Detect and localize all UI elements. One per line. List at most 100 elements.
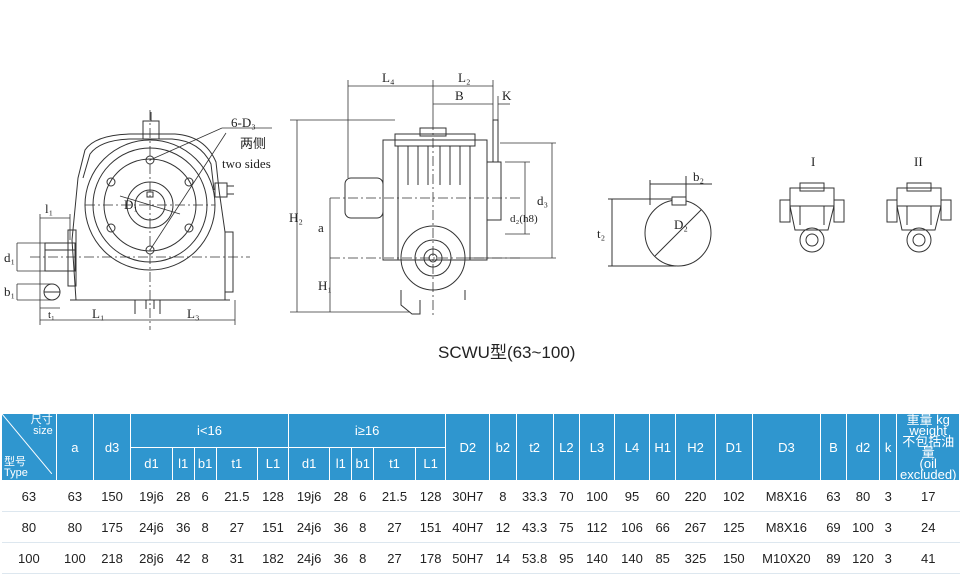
table-cell: 102 bbox=[715, 480, 753, 512]
table-cell: 106 bbox=[614, 511, 650, 543]
label-l1: l₁ bbox=[45, 201, 53, 216]
table-cell: 151 bbox=[415, 511, 446, 543]
label-view-ii: II bbox=[914, 154, 923, 169]
table-cell: 12 bbox=[489, 511, 516, 543]
technical-drawing: 6-D₃ 两侧 two sides l₁ D₁ d₁ b₁ t₁ L₁ L₃ L… bbox=[4, 70, 952, 330]
table-cell: 325 bbox=[675, 542, 716, 574]
table-cell: 6 bbox=[351, 480, 374, 512]
table-cell: 100 bbox=[846, 511, 880, 543]
header-D3: D3 bbox=[751, 413, 821, 481]
table-cell: 28 bbox=[329, 480, 352, 512]
table-cell: 50H7 bbox=[445, 542, 490, 574]
header-d2: d2 bbox=[846, 413, 880, 481]
label-L4: L₄ bbox=[382, 70, 395, 85]
table-cell: 31 bbox=[216, 542, 258, 574]
table-cell: 21.5 bbox=[373, 480, 416, 512]
table-cell: 8 bbox=[194, 511, 217, 543]
header-group-lt16: i<16 bbox=[130, 413, 289, 448]
label-t2: t₂ bbox=[597, 226, 605, 241]
header-L3: L3 bbox=[578, 413, 616, 481]
header-H2: H2 bbox=[675, 413, 716, 481]
table-cell: 100 bbox=[1, 542, 57, 574]
corner-type-cn: 型号 bbox=[4, 456, 26, 468]
table-cell: 24j6 bbox=[288, 542, 330, 574]
table-cell: 89 bbox=[820, 542, 847, 574]
table-cell: 24 bbox=[896, 511, 960, 543]
table-cell: 151 bbox=[257, 511, 289, 543]
table-cell: 95 bbox=[614, 480, 650, 512]
table-cell: 24j6 bbox=[130, 511, 173, 543]
corner-size-cn: 尺寸 bbox=[30, 414, 53, 426]
label-d2: d₂(h8) bbox=[510, 213, 538, 225]
table-cell: 120 bbox=[846, 542, 880, 574]
table-cell: 75 bbox=[553, 511, 580, 543]
table-cell: 8 bbox=[351, 511, 374, 543]
table-cell: 21.5 bbox=[216, 480, 258, 512]
table-cell: 19j6 bbox=[130, 480, 173, 512]
label-two-sides-cn: 两侧 bbox=[240, 136, 266, 151]
keyway-section bbox=[608, 176, 712, 267]
table-cell: M8X16 bbox=[752, 480, 821, 512]
table-cell: 24j6 bbox=[288, 511, 330, 543]
table-cell: 63 bbox=[820, 480, 847, 512]
header-D1: D1 bbox=[714, 413, 753, 481]
weight-cn: 重量 kg bbox=[906, 412, 950, 427]
label-d1-circle: D₁ bbox=[124, 197, 138, 212]
table-cell: 6 bbox=[194, 480, 217, 512]
table-cell: 8 bbox=[489, 480, 516, 512]
table-cell: 150 bbox=[715, 542, 753, 574]
subheader-t1: t1 bbox=[215, 446, 259, 481]
table-cell: 8 bbox=[194, 542, 217, 574]
table-cell: 80 bbox=[1, 511, 57, 543]
table-cell: 80 bbox=[56, 511, 94, 543]
table-cell: 178 bbox=[415, 542, 446, 574]
table-cell: 53.8 bbox=[516, 542, 554, 574]
weight-note-cn: 不包括油量 bbox=[902, 434, 955, 460]
table-cell: 140 bbox=[614, 542, 650, 574]
table-cell: 63 bbox=[1, 480, 57, 512]
table-cell: M10X20 bbox=[752, 542, 821, 574]
label-L1: L₁ bbox=[92, 306, 104, 321]
label-a: a bbox=[318, 220, 324, 235]
header-weight: 重量 kg weight 不包括油量 (oil excluded) bbox=[896, 412, 960, 482]
header-L4: L4 bbox=[614, 413, 651, 481]
table-cell: 128 bbox=[257, 480, 289, 512]
front-view bbox=[43, 112, 234, 314]
weight-en: weight bbox=[909, 423, 947, 438]
label-L3: L₃ bbox=[187, 306, 199, 321]
table-cell: 42 bbox=[172, 542, 195, 574]
table-cell: 8 bbox=[351, 542, 374, 574]
table-cell: 112 bbox=[579, 511, 615, 543]
weight-note-en: (oil excluded) bbox=[900, 456, 957, 482]
table-cell: M8X16 bbox=[752, 511, 821, 543]
drawing-caption: SCWU型(63~100) bbox=[438, 343, 576, 362]
subheader-b1: b1 bbox=[351, 446, 375, 481]
label-K: K bbox=[502, 88, 512, 103]
table-cell: 28 bbox=[172, 480, 195, 512]
header-B: B bbox=[819, 413, 848, 481]
table-cell: 33.3 bbox=[516, 480, 554, 512]
label-L2: L₂ bbox=[458, 70, 470, 85]
table-cell: 125 bbox=[715, 511, 753, 543]
label-H2: H₂ bbox=[289, 210, 303, 225]
label-d1: d₁ bbox=[4, 250, 15, 265]
table-cell: 128 bbox=[415, 480, 446, 512]
subheader-l1: l1 bbox=[329, 446, 353, 481]
table-cell: 41 bbox=[896, 542, 960, 574]
table-cell: 60 bbox=[649, 480, 676, 512]
view-ii bbox=[886, 182, 952, 253]
label-d3: d₃ bbox=[537, 193, 548, 208]
label-view-i: I bbox=[811, 154, 815, 169]
view-i bbox=[779, 182, 845, 253]
table-cell: 30H7 bbox=[445, 480, 490, 512]
label-t1: t₁ bbox=[48, 309, 55, 321]
table-cell: 3 bbox=[879, 511, 897, 543]
subheader-t1: t1 bbox=[373, 446, 416, 481]
header-k: k bbox=[878, 413, 898, 481]
table-cell: 19j6 bbox=[288, 480, 330, 512]
table-cell: 36 bbox=[172, 511, 195, 543]
